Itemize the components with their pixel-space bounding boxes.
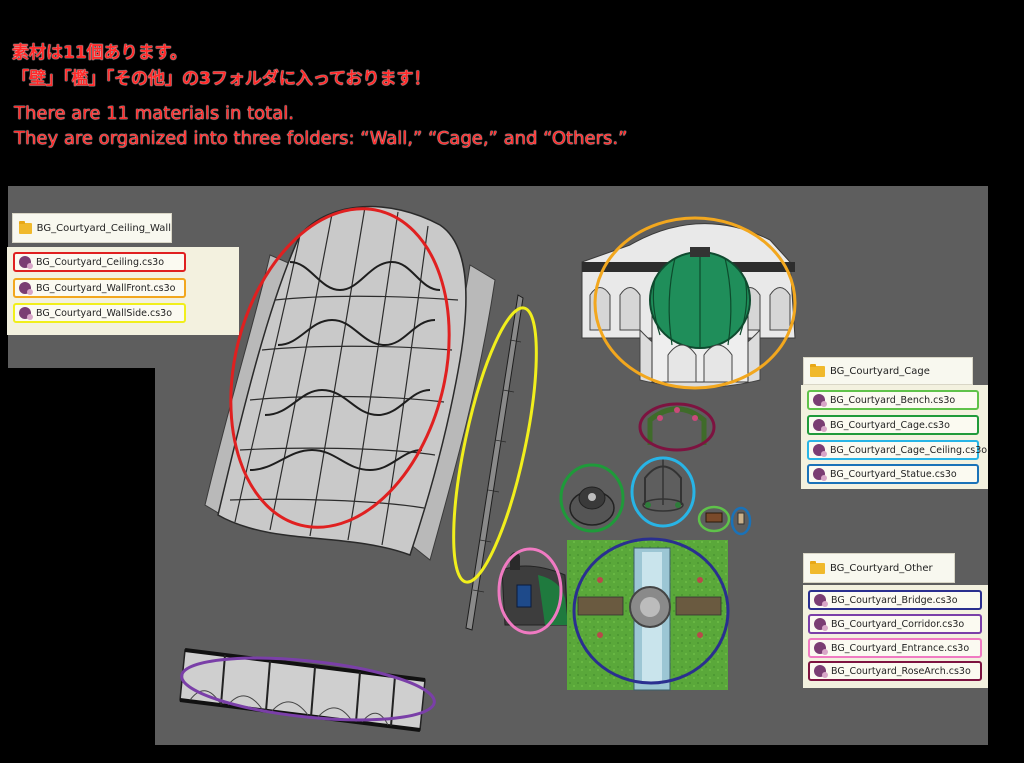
title-jp-line2: 「壁」「檻」「その他」の3フォルダに入っております！ [12,69,431,89]
rose-arch-highlight [638,402,716,452]
file-wall-side-label: BG_Courtyard_WallSide.cs3o [36,307,173,319]
bench-model [705,512,723,523]
wall-side-highlight [452,306,538,584]
statue-model [737,512,745,525]
folder-cage[interactable]: BG_Courtyard_Cage [803,357,973,385]
file-statue[interactable]: BG_Courtyard_Statue.cs3o [807,464,979,484]
corridor-highlight [180,656,436,722]
file-ceiling[interactable]: BG_Courtyard_Ceiling.cs3o [13,252,186,272]
ceiling-model [204,205,496,561]
file-bridge[interactable]: BG_Courtyard_Bridge.cs3o [808,590,982,610]
folder-icon [810,363,825,377]
entrance-model [501,552,569,626]
file-cage-ceiling[interactable]: BG_Courtyard_Cage_Ceiling.cs3o [807,440,987,460]
bench-highlight [697,505,731,533]
cs3o-file-icon [19,256,33,269]
file-statue-label: BG_Courtyard_Statue.cs3o [830,468,957,480]
cs3o-file-icon [19,282,33,295]
title-en-line2: They are organized into three folders: “… [14,128,628,149]
folder-icon [810,560,825,574]
cage-ceiling-model [642,458,684,512]
rose-arch-model [647,406,707,445]
wall-front-model [581,223,796,388]
cage-model [569,486,615,526]
cs3o-file-icon [19,307,33,320]
statue-highlight [730,506,752,536]
wall-front-highlight [593,216,797,390]
folder-cage-label: BG_Courtyard_Cage [830,365,930,377]
file-bridge-label: BG_Courtyard_Bridge.cs3o [831,594,958,606]
cage-ceiling-highlight [630,456,696,528]
title-jp-line1: 素材は11個あります。 [12,43,187,63]
cs3o-file-icon [814,642,828,655]
file-wall-side[interactable]: BG_Courtyard_WallSide.cs3o [13,303,186,323]
title-en-line1: There are 11 materials in total. [14,103,294,124]
file-rose-arch[interactable]: BG_Courtyard_RoseArch.cs3o [808,661,982,681]
bridge-highlight [572,537,730,685]
file-cage-ceiling-label: BG_Courtyard_Cage_Ceiling.cs3o [830,444,988,456]
folder-other[interactable]: BG_Courtyard_Other [803,553,955,583]
cs3o-file-icon [813,444,827,457]
folder-wall-label: BG_Courtyard_Ceiling_Wall [36,222,171,234]
file-corridor[interactable]: BG_Courtyard_Corridor.cs3o [808,614,982,634]
folder-wall[interactable]: BG_Courtyard_Ceiling_Wall [12,213,172,243]
cs3o-file-icon [814,665,828,678]
cs3o-file-icon [813,468,827,481]
file-cage-label: BG_Courtyard_Cage.cs3o [830,419,950,431]
file-entrance-label: BG_Courtyard_Entrance.cs3o [831,642,970,654]
cs3o-file-icon [813,394,827,407]
entrance-highlight [497,547,563,635]
folder-icon [19,220,32,234]
file-bench-label: BG_Courtyard_Bench.cs3o [830,394,956,406]
file-rose-arch-label: BG_Courtyard_RoseArch.cs3o [831,665,971,677]
file-ceiling-label: BG_Courtyard_Ceiling.cs3o [36,256,165,268]
bridge-model [567,540,728,691]
file-cage[interactable]: BG_Courtyard_Cage.cs3o [807,415,979,435]
cs3o-file-icon [814,594,828,607]
file-bench[interactable]: BG_Courtyard_Bench.cs3o [807,390,979,410]
file-wall-front-label: BG_Courtyard_WallFront.cs3o [36,282,176,294]
cs3o-file-icon [814,618,828,631]
cs3o-file-icon [813,419,827,432]
file-wall-front[interactable]: BG_Courtyard_WallFront.cs3o [13,278,186,298]
cage-highlight [559,463,625,533]
file-corridor-label: BG_Courtyard_Corridor.cs3o [831,618,965,630]
folder-other-label: BG_Courtyard_Other [830,562,933,574]
ceiling-highlight [229,207,451,529]
file-entrance[interactable]: BG_Courtyard_Entrance.cs3o [808,638,982,658]
wall-side-model [465,294,524,631]
